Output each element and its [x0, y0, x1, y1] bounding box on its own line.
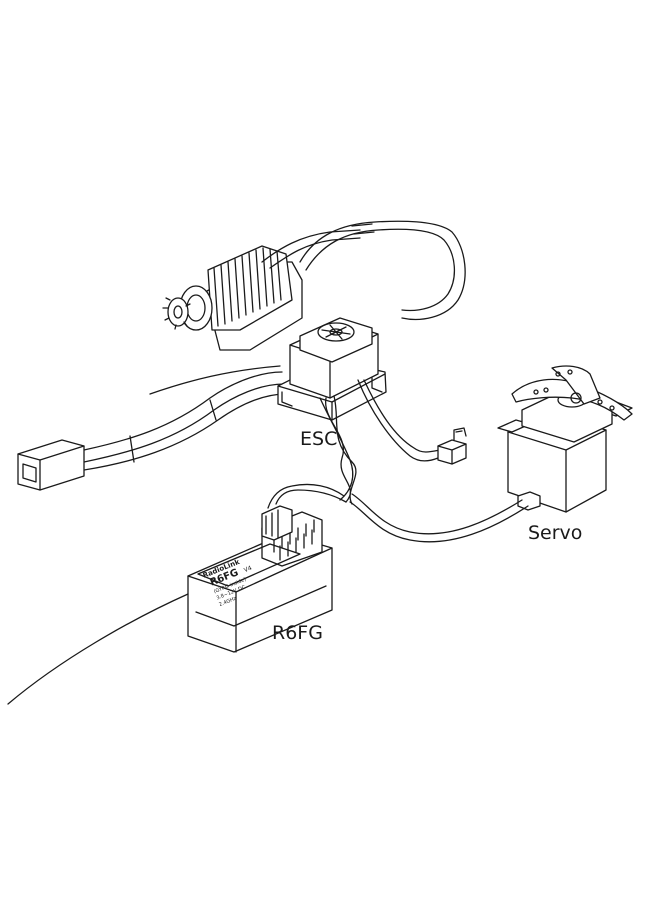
fan-icon — [317, 322, 355, 342]
servo-unit — [497, 365, 633, 513]
receiver-unit: RadioLink R6FG V4 (GYRO inside) 3.8~12V … — [7, 483, 347, 705]
esc-twisted-cable — [319, 379, 441, 505]
pinion-gear-icon — [162, 297, 191, 330]
motor — [162, 229, 361, 351]
antenna — [7, 593, 189, 705]
servo-horn-icon — [511, 365, 633, 421]
battery-leads — [83, 365, 287, 471]
receiver-version-text: V4 — [243, 565, 253, 575]
receiver-label-text: R6FG — [272, 622, 323, 644]
motor-fins — [213, 247, 282, 327]
servo-label: Servo — [528, 522, 583, 544]
battery-connector — [17, 439, 85, 491]
esc-label: ESC — [300, 428, 338, 450]
servo-cable — [349, 493, 529, 543]
power-switch — [437, 427, 467, 465]
esc-unit — [277, 317, 387, 421]
motor-wire-loop — [299, 220, 466, 321]
